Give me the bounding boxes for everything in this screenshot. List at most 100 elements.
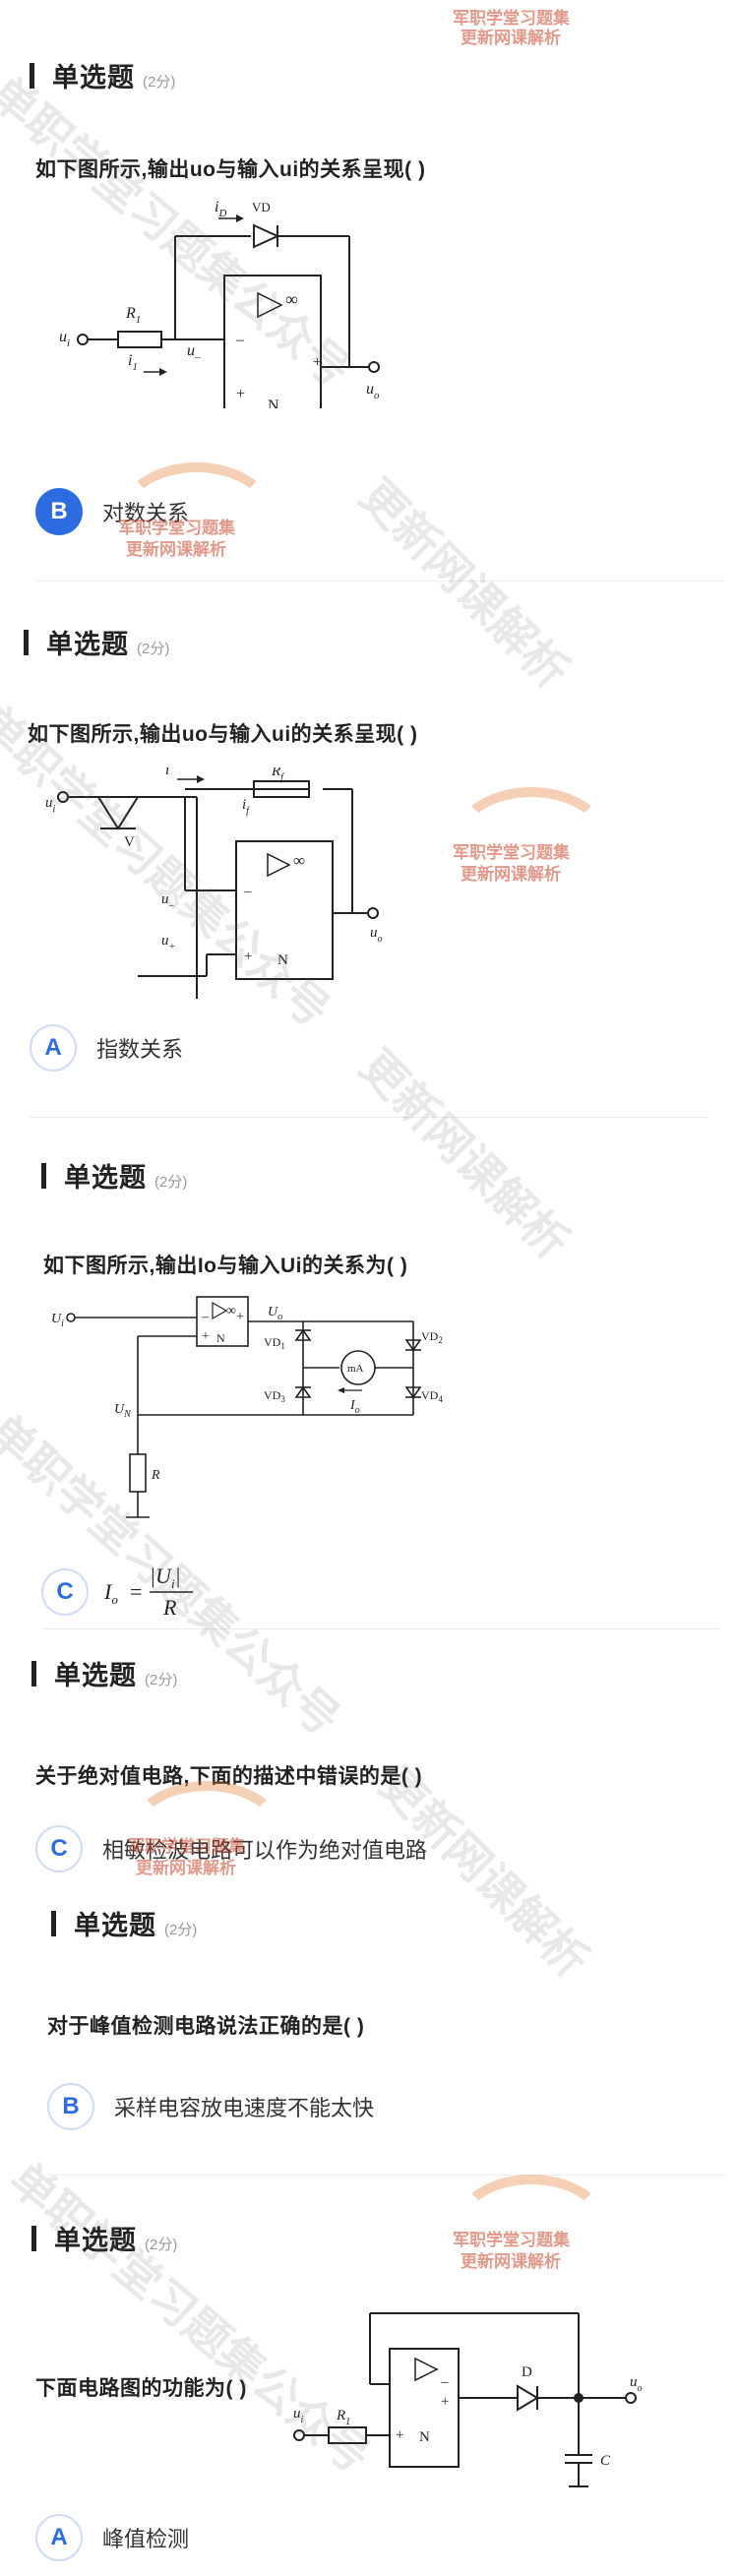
- label-vd2-sub: 2: [438, 1335, 443, 1345]
- label-plus: +: [396, 2427, 403, 2443]
- label-uo: u: [370, 925, 378, 941]
- label-um: u: [187, 342, 195, 359]
- label-i1: i: [128, 352, 132, 369]
- answer-badge[interactable]: C: [35, 1825, 83, 1872]
- label-n: N: [216, 1331, 225, 1345]
- label-minus: –: [243, 884, 252, 899]
- circuit-diagram-log: ui R1 i1 iD VD u– u+ ∞ + – + N uo: [59, 199, 380, 408]
- label-id: i: [215, 199, 218, 215]
- label-ui-sub: i: [53, 804, 56, 815]
- label-um-sub: –: [194, 351, 201, 363]
- divider: [35, 581, 724, 582]
- divider: [30, 1117, 708, 1118]
- answer-row[interactable]: C Io = |Ui| R: [41, 1558, 220, 1626]
- label-plus-top: +: [236, 1310, 244, 1324]
- svg-text:VD1: VD1: [264, 1335, 285, 1351]
- answer-row[interactable]: B 采样电容放电速度不能太快: [47, 2083, 374, 2130]
- label-v: V: [124, 834, 135, 850]
- label-vd: VD: [252, 200, 271, 215]
- question-type: 单选题: [74, 1911, 156, 1940]
- question-type: 单选题: [54, 2226, 137, 2255]
- label-ui: u: [45, 795, 53, 811]
- label-vd4: VD: [421, 1388, 439, 1402]
- answer-badge[interactable]: C: [41, 1568, 89, 1616]
- answer-row[interactable]: C 相敏检波电路可以作为绝对值电路: [35, 1825, 427, 1872]
- svg-text:uo: uo: [366, 381, 380, 401]
- label-i1-sub: 1: [132, 361, 138, 373]
- label-um-sub: –: [168, 900, 175, 911]
- label-ui-sub: i: [67, 337, 70, 349]
- label-inf: ∞: [293, 851, 305, 870]
- question-header: 单选题 (2分): [41, 1156, 187, 1195]
- label-plus-right: +: [441, 2394, 449, 2410]
- question-card-1: 单选题 (2分) 如下图所示,输出uo与输入ui的关系呈现( ): [0, 0, 738, 582]
- label-r1-sub: 1: [136, 314, 142, 326]
- question-score: (2分): [143, 74, 176, 91]
- label-ui: U: [51, 1312, 62, 1326]
- header-bar: [31, 2225, 36, 2251]
- svg-text:UN: UN: [114, 1402, 132, 1420]
- question-text: 如下图所示,输出Io与输入Ui的关系为( ): [43, 1255, 408, 1277]
- circuit-diagram-peak: ui R1 D C uo – + + N: [293, 2312, 643, 2487]
- label-plus: +: [244, 949, 252, 964]
- answer-badge[interactable]: A: [35, 2514, 83, 2561]
- question-text: 对于峰值检测电路说法正确的是( ): [47, 2015, 365, 2038]
- svg-text:iD: iD: [215, 199, 226, 219]
- header-bar: [41, 1162, 46, 1189]
- label-plus-top: +: [313, 354, 322, 371]
- label-vd3-sub: 3: [280, 1394, 285, 1404]
- answer-row[interactable]: B 对数关系: [35, 488, 189, 535]
- label-uo-sub: o: [378, 934, 383, 945]
- label-io-sub: o: [355, 1405, 360, 1416]
- label-minus: –: [235, 332, 245, 348]
- label-inf: ∞: [285, 289, 298, 309]
- answer-formula: Io = |Ui| R: [103, 1564, 193, 1620]
- answer-row[interactable]: A 指数关系: [30, 1024, 183, 1072]
- label-uo-sub: o: [374, 390, 380, 401]
- svg-text:VD4: VD4: [421, 1388, 443, 1404]
- formula-lhs: I: [103, 1579, 113, 1604]
- answer-text: 指数关系: [96, 1037, 184, 1062]
- svg-text:if: if: [242, 797, 250, 817]
- label-plus: +: [202, 1329, 210, 1344]
- question-score: (2分): [145, 2237, 178, 2253]
- svg-text:VD3: VD3: [264, 1388, 285, 1404]
- label-uo: u: [630, 2374, 638, 2390]
- question-header: 单选题 (2分): [31, 2219, 177, 2257]
- question-card-5: 单选题 (2分) 对于峰值检测电路说法正确的是( ) B 采样电容放电速度不能太…: [0, 1894, 738, 2179]
- svg-text:Rf: Rf: [271, 767, 284, 783]
- formula-lhs-sub: o: [111, 1592, 118, 1607]
- svg-text:Ui: Ui: [51, 1312, 64, 1329]
- label-r1: R: [125, 305, 136, 322]
- divider: [47, 2175, 726, 2176]
- answer-text: 峰值检测: [102, 2527, 190, 2551]
- header-bar: [30, 62, 34, 89]
- label-vd2: VD: [421, 1329, 439, 1343]
- question-text: 关于绝对值电路,下面的描述中错误的是( ): [35, 1765, 423, 1788]
- label-uo: u: [366, 381, 374, 398]
- question-text: 如下图所示,输出uo与输入ui的关系呈现( ): [35, 158, 426, 181]
- formula-eq: =: [130, 1579, 142, 1604]
- svg-text:Uo: Uo: [268, 1305, 282, 1322]
- svg-text:i1: i1: [128, 352, 138, 373]
- svg-text:u–: u–: [161, 891, 175, 911]
- answer-badge[interactable]: B: [47, 2083, 94, 2130]
- answer-badge[interactable]: B: [35, 488, 83, 535]
- question-card-2: 单选题 (2分) 如下图所示,输出uo与输入ui的关系呈现( ): [0, 581, 738, 1122]
- label-if-sub: f: [246, 806, 250, 817]
- question-type: 单选题: [64, 1163, 147, 1193]
- circuit-diagram-abs: Ui ∞ – + + N Uo VD1 VD2 VD3 VD4 mA Io UN…: [51, 1296, 443, 1518]
- question-score: (2分): [137, 641, 170, 657]
- question-card-6: 单选题 (2分) 下面电路图的功能为( ) ui: [0, 2179, 738, 2576]
- label-minus-top: –: [201, 1310, 210, 1324]
- answer-badge[interactable]: A: [30, 1024, 77, 1072]
- question-header: 单选题 (2分): [30, 56, 175, 94]
- label-inf: ∞: [226, 1304, 236, 1319]
- svg-text:uo: uo: [630, 2374, 643, 2394]
- circuit-diagram-exp: ui V i Rf if u– u+ ∞ – + N uo: [45, 767, 383, 999]
- label-ui-sub: i: [301, 2415, 304, 2425]
- label-ui: u: [293, 2406, 301, 2422]
- answer-row[interactable]: A 峰值检测: [35, 2514, 189, 2561]
- question-type: 单选题: [52, 63, 135, 92]
- question-type: 单选题: [46, 630, 129, 659]
